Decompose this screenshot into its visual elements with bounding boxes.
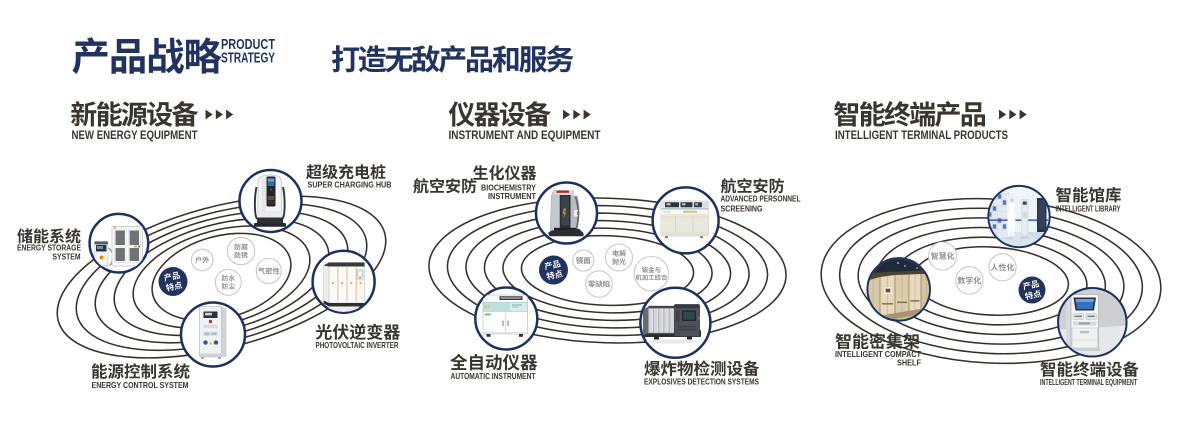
svg-text:PHOTOVOLTAIC INVERTER: PHOTOVOLTAIC INVERTER bbox=[316, 340, 399, 350]
svg-text:SUPER CHARGING HUB: SUPER CHARGING HUB bbox=[308, 179, 392, 189]
svg-text:ENERGY STORAGE: ENERGY STORAGE bbox=[17, 243, 81, 253]
svg-text:INSTRUMENT AND EQUIPMENT: INSTRUMENT AND EQUIPMENT bbox=[449, 129, 602, 142]
svg-text:SHELF: SHELF bbox=[897, 358, 921, 368]
svg-text:SCREENING: SCREENING bbox=[721, 204, 763, 214]
svg-text:ADVANCED PERSONNEL: ADVANCED PERSONNEL bbox=[721, 193, 801, 203]
svg-text:INSTRUMENT: INSTRUMENT bbox=[488, 191, 537, 201]
svg-text:PRODUCT: PRODUCT bbox=[221, 37, 275, 53]
svg-text:STRATEGY: STRATEGY bbox=[221, 50, 275, 66]
svg-text:INTELLIGENT TERMINAL EQUIPMENT: INTELLIGENT TERMINAL EQUIPMENT bbox=[1040, 377, 1138, 387]
svg-text:INTELLIGENT COMPACT: INTELLIGENT COMPACT bbox=[835, 349, 922, 359]
svg-text:EXPLOSIVES DETECTION SYSTEMS: EXPLOSIVES DETECTION SYSTEMS bbox=[644, 377, 759, 387]
svg-text:INTELLIGENT TERMINAL PRODUCTS: INTELLIGENT TERMINAL PRODUCTS bbox=[835, 129, 1008, 142]
svg-text:NEW ENERGY EQUIPMENT: NEW ENERGY EQUIPMENT bbox=[72, 129, 199, 142]
svg-text:INTELLIGENT LIBRARY: INTELLIGENT LIBRARY bbox=[1056, 203, 1121, 213]
svg-text:ENERGY CONTROL SYSTEM: ENERGY CONTROL SYSTEM bbox=[92, 380, 189, 390]
svg-text:AUTOMATIC INSTRUMENT: AUTOMATIC INSTRUMENT bbox=[451, 371, 537, 381]
svg-text:SYSTEM: SYSTEM bbox=[53, 252, 81, 262]
svg-text:BIOCHEMISTRY: BIOCHEMISTRY bbox=[481, 183, 536, 193]
